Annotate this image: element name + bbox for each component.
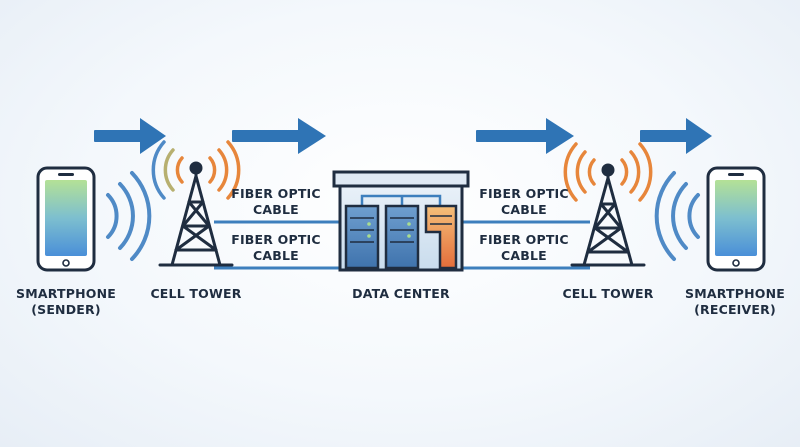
smartphone-icon [706,166,766,272]
sender-label: SMARTPHONE (SENDER) [16,286,116,317]
wifi-signal-icon [563,142,653,202]
wifi-signal-icon [654,171,700,261]
receiver-label: SMARTPHONE (RECEIVER) [685,286,785,317]
tower-left-label: CELL TOWER [150,286,242,301]
cable-label-right-bottom: FIBER OPTIC CABLE [479,232,569,263]
cable-label-left-bottom: FIBER OPTIC CABLE [231,232,321,263]
datacenter-label: DATA CENTER [352,286,450,301]
arrow-right-icon [232,118,326,154]
cable-label-right-top: FIBER OPTIC CABLE [479,186,569,217]
arrow-right-icon [94,118,166,154]
cell-tower-icon [158,161,234,267]
server-rack-icon [332,170,470,272]
arrow-right-icon [640,118,712,154]
cable-label-left-top: FIBER OPTIC CABLE [231,186,321,217]
fiber-cable-right [462,220,590,270]
tower-right-label: CELL TOWER [562,286,654,301]
smartphone-icon [36,166,96,272]
cell-tower-icon [570,163,646,267]
wifi-signal-icon [151,140,241,200]
wifi-signal-icon [106,171,152,261]
fiber-cable-left [214,220,340,270]
arrow-right-icon [476,118,574,154]
